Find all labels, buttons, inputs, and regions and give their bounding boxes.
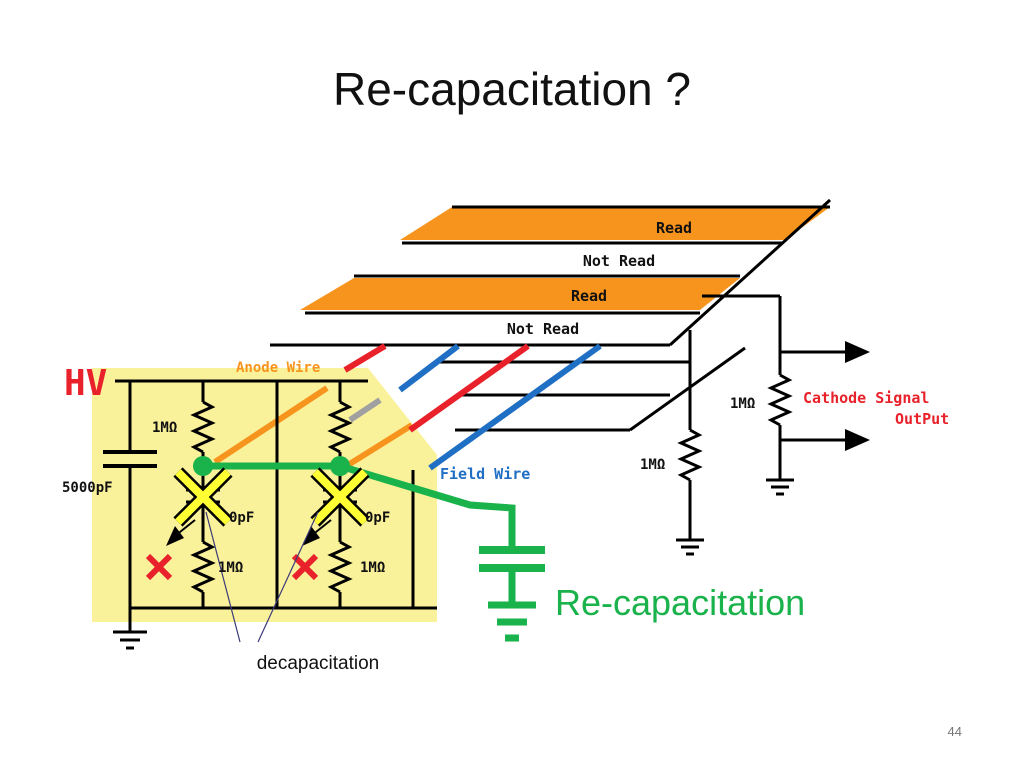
decapacitation-label: decapacitation <box>257 653 380 674</box>
resistor-bottom-right-label: 1MΩ <box>360 560 385 576</box>
slide-title: Re-capacitation ? <box>333 63 691 115</box>
resistor-mid-label: 1MΩ <box>640 457 665 473</box>
cathode-strip-2 <box>354 198 832 347</box>
output-arrow-top <box>845 341 870 363</box>
capacitor-5000pf-label: 5000pF <box>62 480 113 496</box>
capacitor-right-label: 0pF <box>365 510 390 526</box>
decapacitation-pointers <box>205 511 319 643</box>
cathode-output-label-line1: Cathode Signal <box>803 389 929 407</box>
cathode-output-label-line2: OutPut <box>895 410 949 428</box>
page-number: 44 <box>947 724 962 739</box>
strip-label-2: Not Read <box>583 252 655 270</box>
red-x-icon-right <box>291 553 319 581</box>
cross-icon-right <box>310 467 370 527</box>
cross-icon-left <box>173 467 233 527</box>
junction-dot-right <box>330 456 350 476</box>
red-x-icon-left <box>145 553 173 581</box>
wires <box>213 343 602 473</box>
hv-circuit <box>103 379 437 650</box>
anode-wire-label: Anode Wire <box>236 360 320 376</box>
capacitor-left-label: 0pF <box>229 510 254 526</box>
resistor-right-label: 1MΩ <box>730 396 755 412</box>
hv-label: HV <box>64 363 107 404</box>
highlight-panel <box>92 368 437 622</box>
resistor-bottom-left-label: 1MΩ <box>218 560 243 576</box>
lower-cathode-plane <box>440 346 746 432</box>
cathode-strip-1 <box>400 205 830 240</box>
strip-label-3: Read <box>571 287 607 305</box>
cathode-strip-4 <box>270 311 700 347</box>
junction-dot-left <box>193 456 213 476</box>
strip-label-1: Read <box>656 219 692 237</box>
resistor-top-left-label: 1MΩ <box>152 420 177 436</box>
field-wire-label: Field Wire <box>440 465 530 483</box>
recapacitation-label: Re-capacitation <box>555 582 805 623</box>
cathode-readout-circuit <box>676 294 845 556</box>
recapacitation-path <box>203 462 545 642</box>
strip-label-4: Not Read <box>507 320 579 338</box>
output-arrow-bottom <box>845 429 870 451</box>
cathode-strip-3 <box>300 278 740 310</box>
